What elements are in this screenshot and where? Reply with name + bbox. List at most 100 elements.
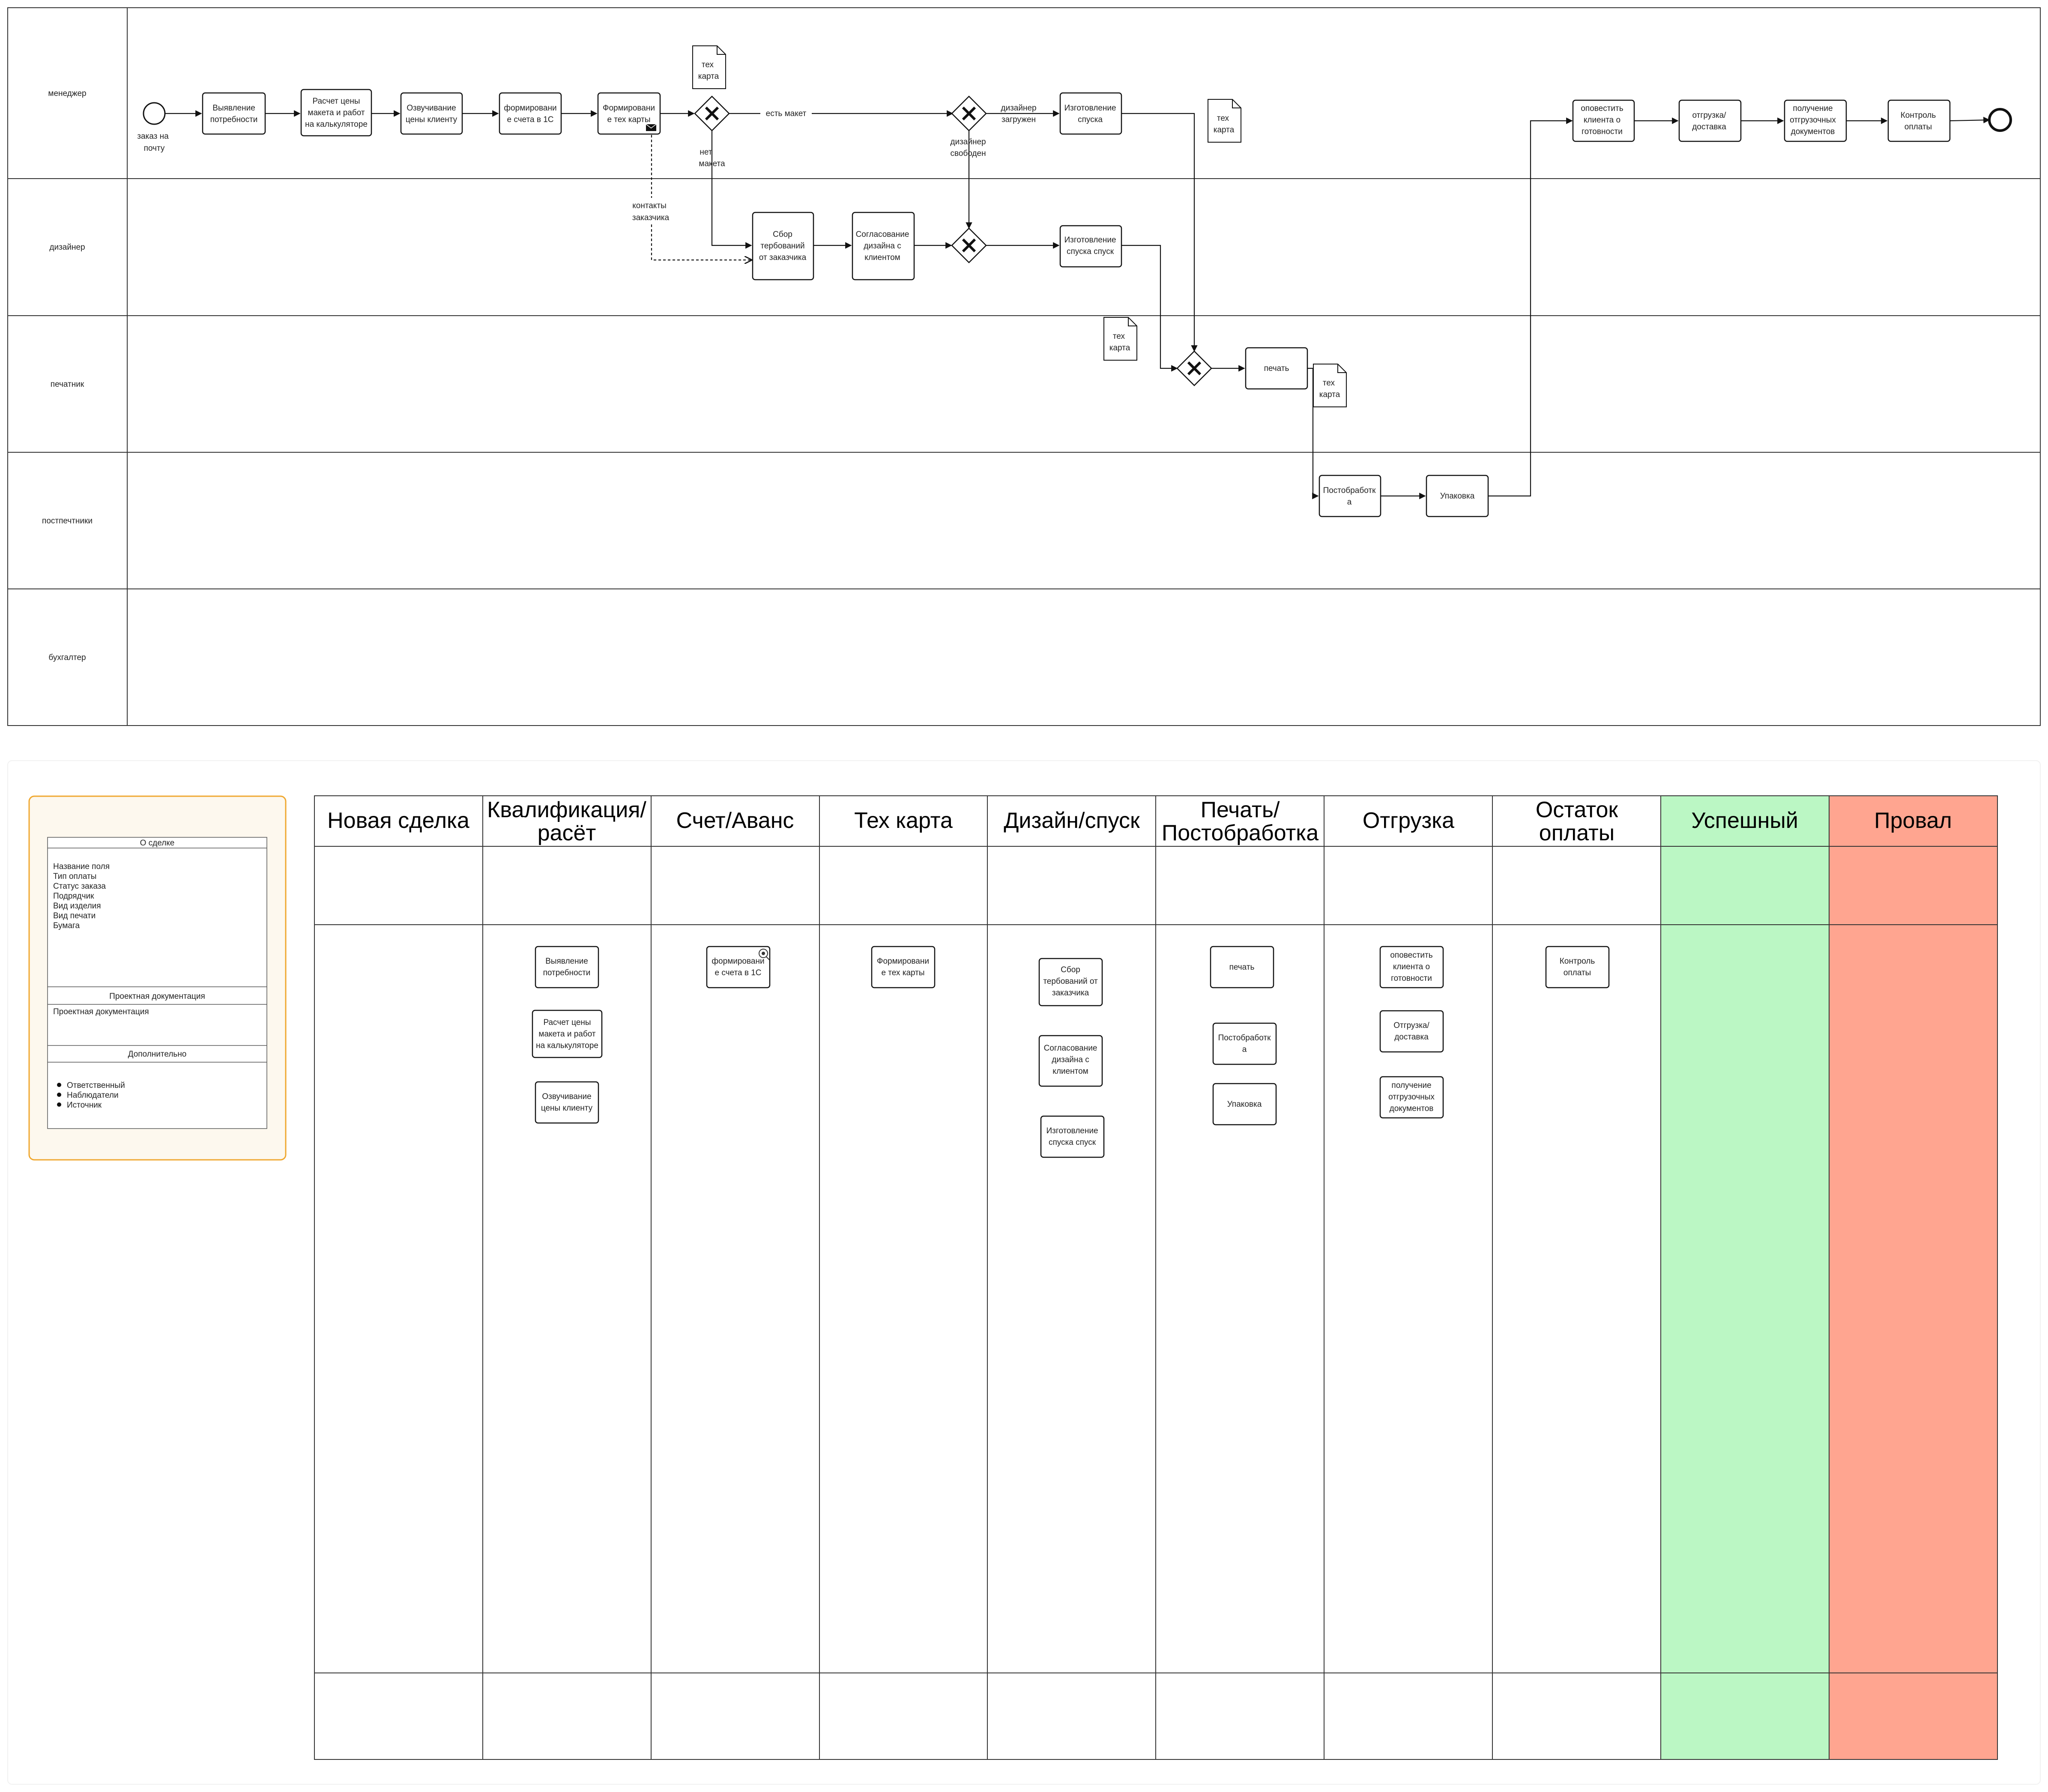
card-voice-price-line-2: цены клиенту [541,1104,593,1113]
card-payment-control-line-2: оплаты [1564,968,1591,977]
task-design-approval-line-2: дизайна с [864,242,901,251]
card-packaging-line-1: Упаковка [1227,1100,1262,1109]
form-extra-source: Источник [67,1101,102,1110]
card-imposition[interactable] [1040,1115,1105,1158]
lane-label-printer: печатник [51,380,84,389]
flow-label-designer-free-1: дизайнер [950,137,986,146]
start-event-label-2: почту [144,144,165,153]
card-notify-client-line-1: оповестить [1390,951,1432,960]
task-get-documents-line-2: отгрузочных [1790,116,1836,125]
card-get-documents-line-3: документов [1390,1104,1434,1113]
task-voice-price-line-2: цены клиенту [406,115,457,124]
deal-form: О сделке Название поля Тип оплаты Статус… [28,795,287,1161]
document-4-line-2: карта [1319,390,1340,399]
column-success-fill [1661,796,1829,1759]
column-header-qualification-1: Квалификация/ [487,797,646,822]
card-price-calc-line-1: Расчет цены [543,1018,591,1027]
card-invoice-1c-line-2: е счета в 1С [715,968,762,977]
column-fail-fill [1829,796,1997,1759]
lane-label-postpress: постпечтники [42,517,93,526]
task-postprocessing-line-2: а [1347,498,1352,507]
column-header-print-1: Печать/ [1201,797,1280,822]
card-voice-price[interactable] [535,1081,599,1124]
form-field-paper: Бумага [53,921,80,930]
lower-frame [7,760,2041,1785]
task-packaging-line-1: Упаковка [1440,492,1475,501]
card-tech-card-line-1: Формировани [877,957,929,966]
card-postprocessing[interactable] [1212,1022,1277,1065]
card-collect-requirements-line-1: Сбор [1061,965,1080,974]
gateway-layout-check [694,96,730,131]
data-objects: тех карта тех карта тех карта тех карта [692,45,1347,407]
task-imposition-designer-line-2: спуска спуск [1067,247,1114,256]
card-price-calc-line-3: на калькуляторе [536,1041,598,1050]
task-imposition-designer-line-1: Изготовление [1064,236,1116,245]
envelope-icon [646,124,657,131]
column-header-tech-card: Тех карта [854,808,953,833]
task-postprocessing [1318,475,1381,517]
flow-label-designer-loaded-1: дизайнер [1001,104,1036,113]
card-invoice-1c[interactable] [706,946,771,989]
document-1-line-2: карта [698,72,719,81]
task-notify-client-line-2: клиента о [1584,116,1620,125]
task-collect-requirements-line-3: от заказчика [759,253,807,262]
card-print-line-1: печать [1229,963,1255,972]
column-header-fail: Провал [1874,808,1952,833]
card-identify-needs[interactable] [535,946,599,989]
flow-label-designer-loaded-2: загружен [1002,115,1036,124]
card-collect-requirements[interactable] [1038,958,1103,1007]
card-postprocessing-line-2: а [1242,1045,1247,1054]
card-identify-needs-line-2: потребности [543,968,591,977]
task-get-documents-line-3: документов [1791,127,1835,136]
card-packaging[interactable] [1212,1083,1277,1126]
task-get-documents-line-1: получение [1793,104,1833,113]
flow-label-designer-free-2: свободен [950,149,986,158]
lane-label-accountant: бухгалтер [48,653,86,662]
card-price-calc[interactable] [532,1009,603,1058]
gateway-print-merge [1176,350,1212,386]
card-payment-control[interactable] [1545,946,1610,989]
task-notify-client-line-1: оповестить [1581,104,1623,113]
form-section-docs: Проектная документация [109,992,205,1001]
card-price-calc-line-2: макета и работ [538,1030,595,1039]
form-extra-observers: Наблюдатели [67,1091,119,1100]
task-voice-price [400,92,463,135]
process-tasks: Выявление потребности Расчет цены макета… [202,89,1951,517]
task-notify-client-line-3: готовности [1582,127,1623,136]
task-make-imposition-line-1: Изготовление [1064,104,1116,113]
document-3-line-2: карта [1109,343,1130,352]
card-print[interactable] [1210,946,1274,989]
document-1-line-1: тех [702,60,714,69]
card-notify-client[interactable] [1379,946,1444,989]
column-header-qualification-2: расёт [538,821,596,845]
form-field-contractor: Подрядчик [53,892,94,901]
form-field-payment-type: Тип оплаты [53,872,96,881]
column-header-print-2: Постобработка [1162,821,1318,845]
task-shipping-line-1: отгрузка/ [1692,111,1727,120]
task-price-calc-line-3: на калькуляторе [305,120,368,129]
card-shipping[interactable] [1379,1010,1444,1053]
start-event: заказ на почту [137,102,169,153]
card-get-documents-line-2: отгрузочных [1388,1093,1435,1102]
card-design-approval[interactable] [1038,1035,1103,1087]
document-icon-tech-card-1: тех карта [692,45,726,89]
card-voice-price-line-1: Озвучивание [542,1092,591,1101]
lane-label-manager: менеджер [48,89,86,98]
task-invoice-1c [499,92,562,135]
task-payment-control [1887,99,1951,142]
task-packaging [1426,475,1489,517]
card-collect-requirements-line-2: тербований от [1043,977,1098,986]
task-print-line-1: печать [1264,364,1289,373]
flow-label-no-layout-1: нет [700,148,712,157]
document-3-line-1: тех [1113,332,1125,341]
card-tech-card[interactable] [871,946,936,989]
task-tech-card [597,92,661,135]
gateway-designer-availability [951,96,987,131]
document-2-line-2: карта [1214,125,1235,134]
card-notify-client-line-3: готовности [1391,974,1432,983]
flow-label-contacts-2: заказчика [632,213,670,222]
form-field-product-type: Вид изделия [53,902,101,911]
task-collect-requirements-line-1: Сбор [773,230,792,239]
card-get-documents[interactable] [1379,1076,1444,1119]
